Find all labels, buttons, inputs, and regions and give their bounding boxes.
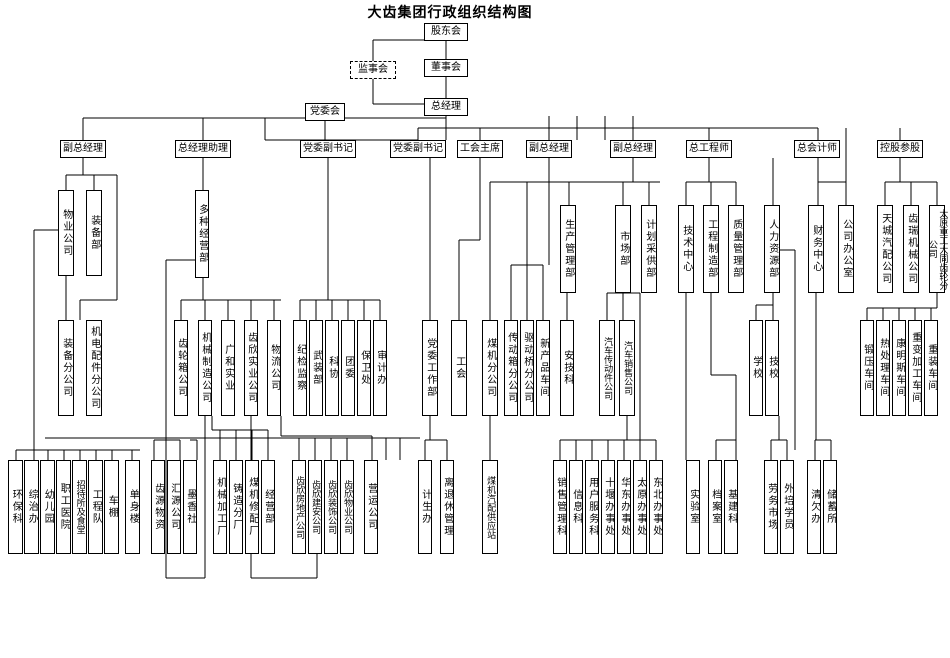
- market-dept: 市场部: [615, 205, 631, 293]
- northeast-office: 东北办事处: [649, 460, 663, 554]
- taiyuan-office: 太原办事处: [633, 460, 647, 554]
- party-deputy-secretary-2: 党委副书记: [390, 140, 446, 158]
- security-office: 保卫处: [357, 320, 371, 416]
- board-of-supervisors: 监事会: [350, 61, 396, 79]
- deputy-gm-3: 副总经理: [610, 140, 656, 158]
- equipment-dept: 装备部: [86, 190, 102, 276]
- retiree-management: 离退休管理: [440, 460, 454, 554]
- new-product-workshop: 新产品车间: [536, 320, 550, 416]
- drive-axle-branch: 驱动桥分公司: [520, 320, 534, 416]
- auto-sales-company: 汽车销售公司: [619, 320, 635, 416]
- party-committee: 党委会: [305, 103, 345, 121]
- savings-office: 储蓄所: [823, 460, 837, 554]
- machining-plant: 机械加工厂: [213, 460, 227, 554]
- shareholders-meeting: 股东会: [424, 23, 468, 41]
- heat-treatment-workshop: 热处理车间: [876, 320, 890, 416]
- cummins-workshop: 康明斯车间: [892, 320, 906, 416]
- heavy-transformer-machining-workshop: 重变加工车间: [908, 320, 922, 416]
- chixin-decoration: 齿欣装饰公司: [324, 460, 338, 554]
- machinery-manufacturing-company: 机械制造公司: [198, 320, 212, 416]
- heavy-assembly-workshop: 重装车间: [924, 320, 938, 416]
- production-management-dept: 生产管理部: [560, 205, 576, 293]
- capital-construction-section: 基建科: [724, 460, 738, 554]
- taiyuan-heavy-datong-gear: 太原重工大同齿轮分公司: [927, 205, 947, 293]
- gm-assistant: 总经理助理: [175, 140, 231, 158]
- gearbox-company: 齿轮箱公司: [174, 320, 188, 416]
- chixin-construction: 齿欣建安公司: [308, 460, 322, 554]
- human-resources-dept: 人力资源部: [764, 205, 780, 293]
- family-planning-office: 计生办: [418, 460, 432, 554]
- coal-machinery-repair-plant: 煤机修配厂: [245, 460, 259, 554]
- business-dept: 经营部: [261, 460, 275, 554]
- general-manager: 总经理: [424, 98, 468, 116]
- diversified-business-dept: 多种经营部: [195, 190, 209, 278]
- chixin-property: 齿欣物业公司: [340, 460, 354, 554]
- quality-management-dept: 质量管理部: [728, 205, 744, 293]
- transmission-box-branch: 传动箱分公司: [504, 320, 518, 416]
- chixin-real-estate: 齿欣房地产公司: [292, 460, 306, 554]
- customer-service-section: 用户服务科: [585, 460, 599, 554]
- chirui-machinery: 齿瑞机械公司: [903, 205, 919, 293]
- technical-school: 技校: [765, 320, 779, 416]
- deputy-gm-2: 副总经理: [526, 140, 572, 158]
- logistics-company: 物流公司: [267, 320, 281, 416]
- moxiang-society: 墨香社: [183, 460, 197, 554]
- board-of-directors: 董事会: [424, 59, 468, 77]
- youth-league-committee: 团委: [341, 320, 355, 416]
- forging-workshop: 锻压车间: [860, 320, 874, 416]
- kindergarten: 幼儿园: [40, 460, 55, 554]
- trade-union: 工会: [451, 320, 467, 416]
- east-china-office: 华东办事处: [617, 460, 631, 554]
- coal-machinery-auto-parts-supply-station: 煤机汽配供应站: [482, 460, 498, 554]
- shiyan-office: 十堰办事处: [601, 460, 615, 554]
- property-company: 物业公司: [58, 190, 74, 276]
- chiyuan-materials: 齿源物资: [151, 460, 165, 554]
- debt-collection-office: 清欠办: [807, 460, 821, 554]
- guanghe-industry: 广和实业: [221, 320, 235, 416]
- school: 学校: [749, 320, 763, 416]
- science-association: 科协: [325, 320, 339, 416]
- chief-engineer: 总工程师: [686, 140, 732, 158]
- comprehensive-governance-office: 综治办: [24, 460, 39, 554]
- external-trainees: 外培学员: [780, 460, 794, 554]
- tiancheng-auto-parts: 天城汽配公司: [877, 205, 893, 293]
- chart-title: 大齿集团行政组织结构图: [367, 5, 533, 21]
- planning-procurement-dept: 计划采供部: [641, 205, 657, 293]
- engineering-team: 工程队: [88, 460, 103, 554]
- union-chairman: 工会主席: [457, 140, 503, 158]
- labor-market: 劳务市场: [764, 460, 778, 554]
- foundry-branch: 铸造分厂: [229, 460, 243, 554]
- dormitory-building: 单身楼: [125, 460, 140, 554]
- information-section: 信息科: [569, 460, 583, 554]
- deputy-gm-1: 副总经理: [60, 140, 106, 158]
- technology-center: 技术中心: [678, 205, 694, 293]
- discipline-inspection: 纪检监察: [293, 320, 307, 416]
- holdings-participations: 控股参股: [877, 140, 923, 158]
- coal-machinery-branch: 煤机分公司: [482, 320, 498, 416]
- armed-forces-dept: 武装部: [309, 320, 323, 416]
- audit-office: 审计办: [373, 320, 387, 416]
- archives-room: 档案室: [708, 460, 722, 554]
- bicycle-shed: 车棚: [104, 460, 119, 554]
- sales-management-section: 销售管理科: [553, 460, 567, 554]
- finance-center: 财务中心: [808, 205, 824, 293]
- chixin-industry-company: 齿欣实业公司: [244, 320, 258, 416]
- environmental-protection-section: 环保科: [8, 460, 23, 554]
- party-work-dept: 党委工作部: [422, 320, 438, 416]
- operations-company: 营运公司: [364, 460, 378, 554]
- engineering-manufacturing-dept: 工程制造部: [703, 205, 719, 293]
- guesthouse-canteen: 招待所及食堂: [72, 460, 87, 554]
- equipment-branch: 装备分公司: [58, 320, 74, 416]
- company-office: 公司办公室: [838, 205, 854, 293]
- chief-accountant: 总会计师: [794, 140, 840, 158]
- party-deputy-secretary-1: 党委副书记: [300, 140, 356, 158]
- auto-transmission-parts-company: 汽车传动件公司: [599, 320, 615, 416]
- laboratory: 实验室: [686, 460, 700, 554]
- huiyuan-company: 汇源公司: [167, 460, 181, 554]
- safety-technology-section: 安技科: [560, 320, 574, 416]
- electromechanical-parts-branch: 机电配件分公司: [86, 320, 102, 416]
- staff-hospital: 职工医院: [56, 460, 71, 554]
